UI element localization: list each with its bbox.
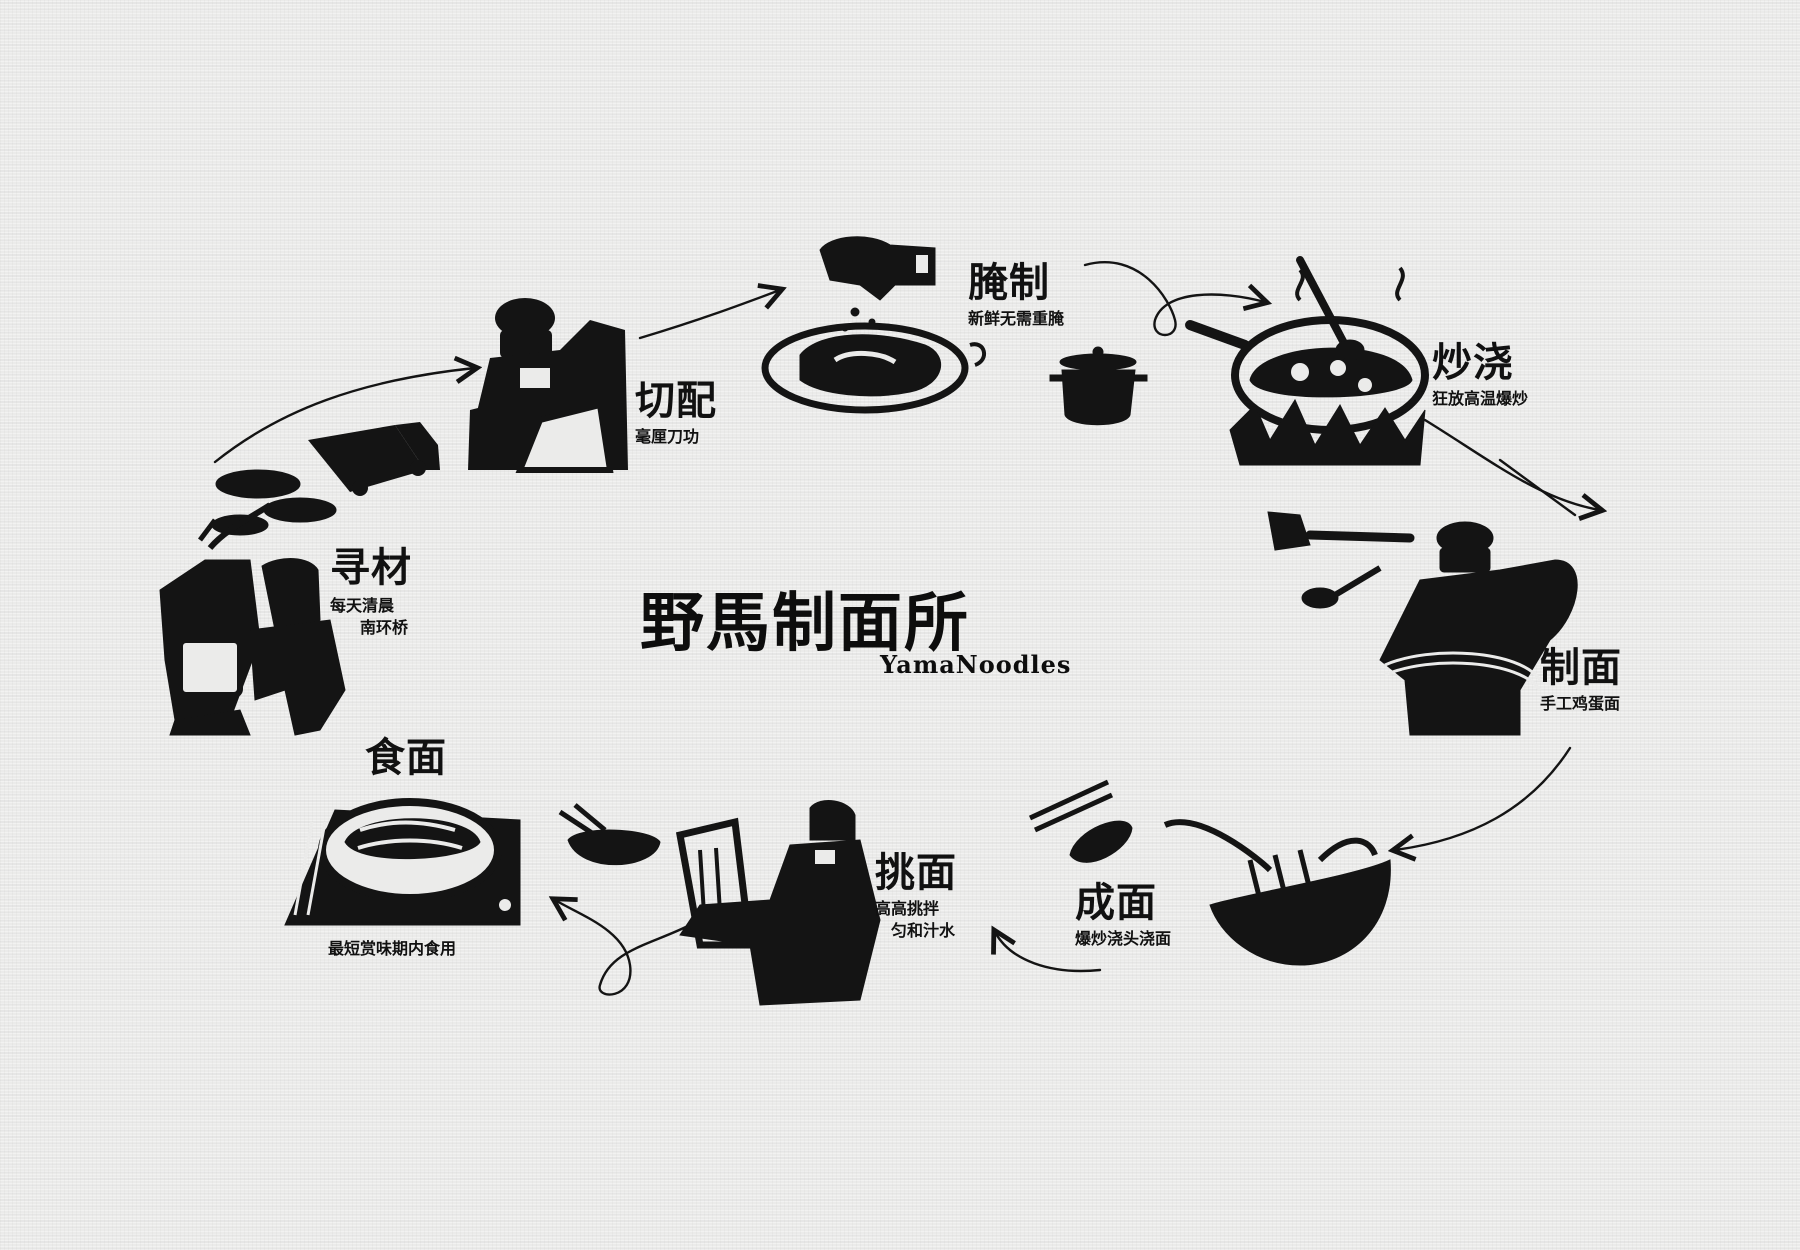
source-illustration [159,469,346,736]
step-title: 炒浇 [1432,340,1514,386]
arrow-lift-to-eat [555,900,692,996]
marinate-illustration [761,236,1148,426]
chopsticks-icon [1028,779,1133,863]
step-desc-line: 高高挑拌 [875,899,940,918]
arrow-fry-to-make-b [1498,458,1577,517]
step-desc-line: 毫厘刀功 [635,427,700,446]
cut-illustration [468,298,628,473]
step-desc-line: 爆炒浇头浇面 [1075,929,1172,948]
eat-illustration [284,798,521,926]
arrow-fry-to-make [1423,418,1600,510]
step-desc-line: 狂放高温爆炒 [1432,389,1529,408]
make-illustration [1267,511,1578,736]
truck-icon [308,422,440,496]
lift-illustration [558,800,881,1006]
cook-icon [468,298,628,473]
farmer-figure [159,558,346,736]
fry-illustration [1185,256,1429,466]
wok-icon [1185,256,1429,434]
finish-illustration [1028,779,1391,966]
step-finish: 成面 爆炒浇头浇面 [1075,880,1171,950]
noodle-lifter-figure [675,800,881,1006]
step-eat-desc: 最短赏味期内食用 [328,938,456,960]
step-source: 寻材 每天清晨 南环桥 [330,545,412,639]
arrow-source-to-cut [213,368,475,464]
bowl-icon [558,803,661,866]
brand-subtitle: YamaNoodles [880,650,1072,679]
step-eat-title: 食面 [365,735,447,781]
step-fry: 炒浇 狂放高温爆炒 [1432,340,1528,410]
arrow-marinate-to-fry [1083,261,1265,337]
arrow-make-to-finish [1395,746,1572,850]
step-make: 制面 手工鸡蛋面 [1540,645,1622,715]
step-lift: 挑面 高高挑拌 匀和汁水 [875,850,957,942]
step-title: 成面 [1075,880,1157,926]
step-title: 食面 [365,735,447,781]
pot-icon [1049,346,1148,426]
flow-arrows [213,261,1600,996]
arrow-cut-to-marinate [638,290,780,340]
step-desc-line: 南环桥 [360,618,409,637]
step-desc-line: 匀和汁水 [891,921,956,940]
arrow-finish-to-lift [995,932,1102,973]
step-marinate: 腌制 新鲜无需重腌 [968,260,1064,330]
step-cut: 切配 毫厘刀功 [635,378,717,448]
noodle-bowl-icon [1163,819,1391,966]
step-title: 寻材 [330,545,412,591]
flame-icon [1229,398,1426,466]
steak-icon [761,322,986,414]
step-title: 制面 [1540,645,1622,691]
step-title: 切配 [635,378,717,424]
step-desc-line: 最短赏味期内食用 [328,939,457,958]
step-title: 腌制 [968,260,1050,306]
step-desc-line: 每天清晨 [330,596,395,615]
spatula-icon [1267,511,1415,609]
step-desc-line: 新鲜无需重腌 [968,309,1065,328]
noodle-maker-figure [1379,521,1578,736]
step-title: 挑面 [875,850,957,896]
tree-icon [198,469,337,550]
plate-icon [284,798,521,926]
step-desc-line: 手工鸡蛋面 [1540,694,1621,713]
brand-title: 野馬制面所 [640,586,970,661]
